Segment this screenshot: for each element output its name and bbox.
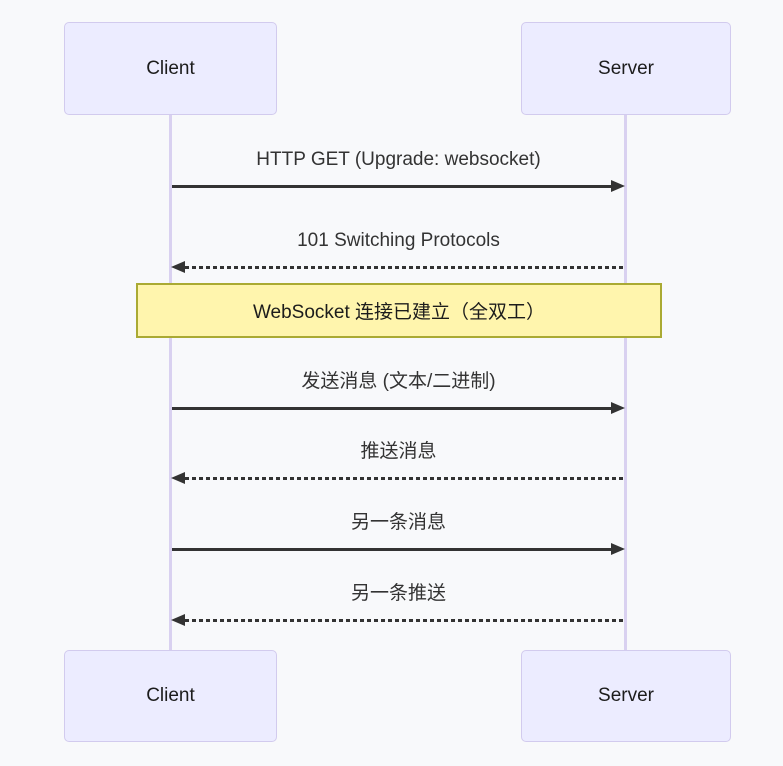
message-label: 发送消息 (文本/二进制) (301, 371, 496, 392)
message-label: 另一条推送 (350, 583, 446, 604)
arrowhead-right-icon (611, 543, 625, 555)
message-line (172, 407, 612, 410)
message-line (185, 619, 624, 622)
actor-box-server-top: Server (521, 22, 731, 115)
actor-label-client: Client (146, 57, 195, 79)
message-label: 101 Switching Protocols (297, 230, 500, 251)
message-label: HTTP GET (Upgrade: websocket) (256, 149, 541, 170)
arrowhead-left-icon (171, 261, 185, 273)
note-box: WebSocket 连接已建立（全双工） (136, 283, 662, 338)
arrowhead-left-icon (171, 614, 185, 626)
message-line (185, 266, 624, 269)
message-label: 另一条消息 (350, 512, 446, 533)
message-line (172, 548, 612, 551)
actor-label-server: Server (598, 57, 654, 79)
lifeline-client (169, 115, 172, 650)
message-line (185, 477, 624, 480)
actor-box-client-bottom: Client (64, 650, 277, 742)
arrowhead-right-icon (611, 180, 625, 192)
actor-label-client: Client (146, 685, 195, 706)
lifeline-server (624, 115, 627, 650)
actor-box-server-bottom: Server (521, 650, 731, 742)
note-label: WebSocket 连接已建立（全双工） (252, 302, 546, 323)
message-label: 推送消息 (360, 441, 437, 462)
arrowhead-left-icon (171, 472, 185, 484)
message-line (172, 185, 612, 188)
actor-label-server: Server (598, 685, 654, 706)
arrowhead-right-icon (611, 402, 625, 414)
actor-box-client-top: Client (64, 22, 277, 115)
